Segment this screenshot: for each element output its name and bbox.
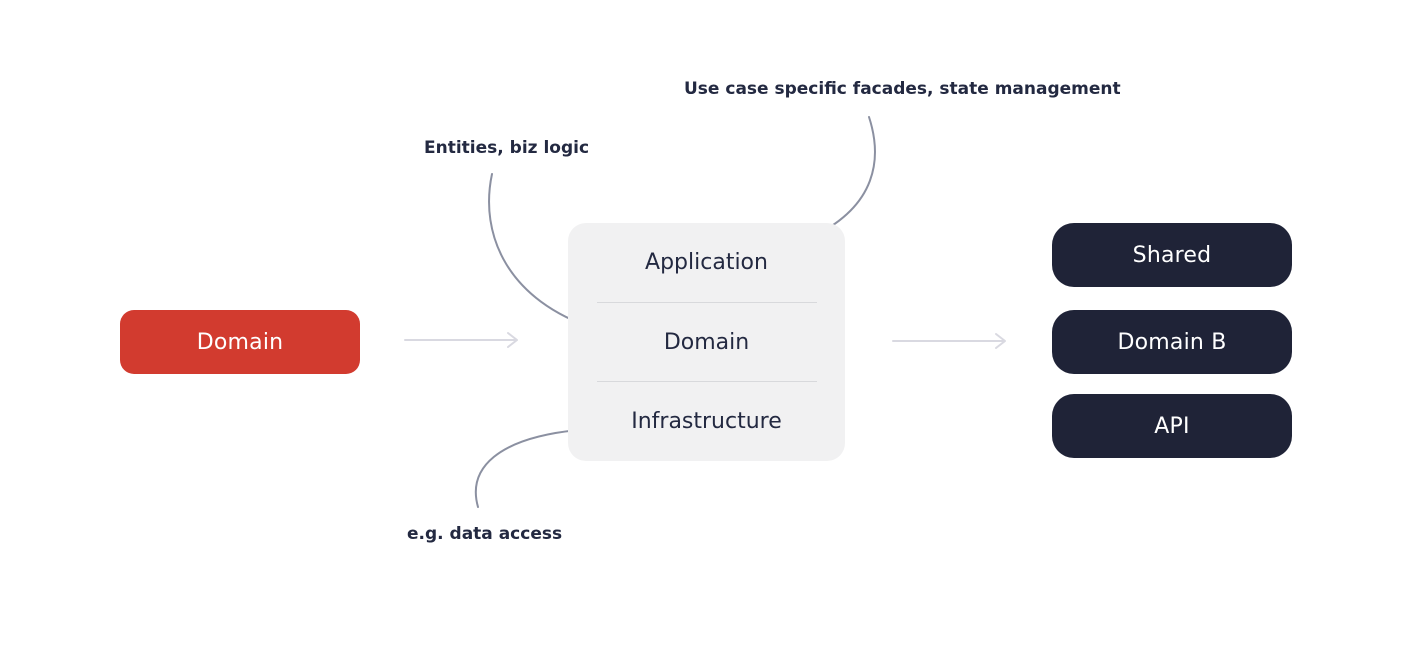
arrow-domain-to-layers-icon <box>404 332 518 348</box>
layer-domain-label: Domain <box>663 329 750 355</box>
layer-divider <box>597 301 817 303</box>
domain-source-label: Domain <box>196 329 284 355</box>
layer-infrastructure-label: Infrastructure <box>631 409 782 435</box>
arrow-layers-to-targets-icon <box>892 333 1006 349</box>
layers-panel: Application Domain Infrastructure <box>568 223 845 461</box>
layer-divider <box>597 381 817 383</box>
layer-infrastructure: Infrastructure <box>568 382 845 461</box>
annotation-application: Use case specific facades, state managem… <box>684 79 1121 99</box>
arrow-usecase-note-icon <box>812 116 876 240</box>
layer-application-label: Application <box>645 249 768 275</box>
target-box-domain-b: Domain B <box>1052 310 1292 374</box>
arrow-dataaccess-note-icon <box>474 420 584 508</box>
target-api-label: API <box>1154 413 1190 439</box>
target-shared-label: Shared <box>1132 242 1212 268</box>
annotation-infrastructure: e.g. data access <box>407 524 563 544</box>
annotation-domain: Entities, biz logic <box>424 138 590 158</box>
layer-application: Application <box>568 223 845 302</box>
domain-source-box: Domain <box>120 310 360 374</box>
layer-domain: Domain <box>568 303 845 382</box>
target-domain-b-label: Domain B <box>1117 329 1227 355</box>
target-box-api: API <box>1052 394 1292 458</box>
target-box-shared: Shared <box>1052 223 1292 287</box>
